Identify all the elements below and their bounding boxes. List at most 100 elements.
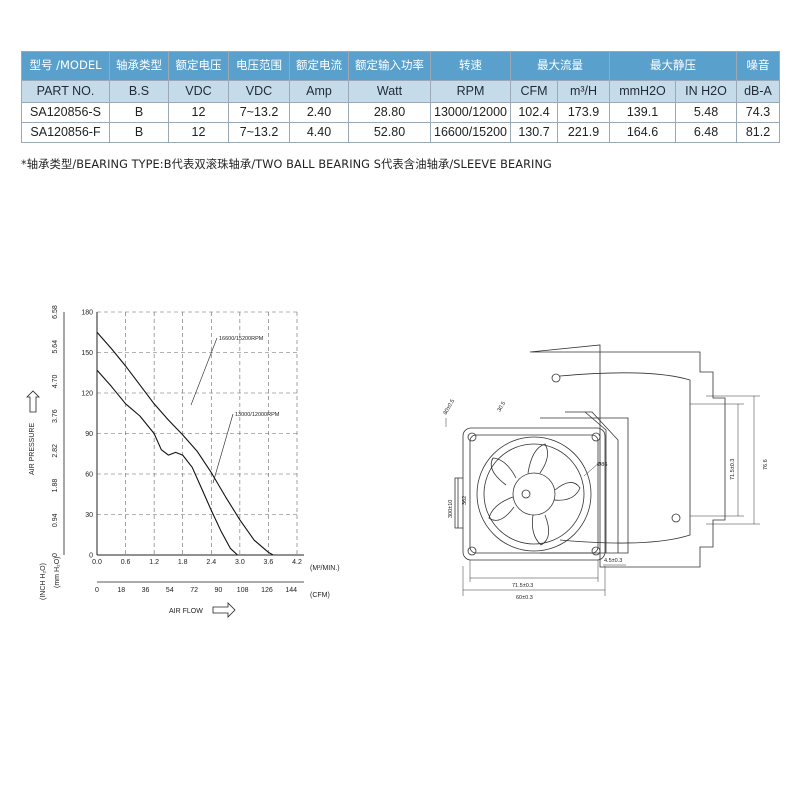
inch-tick-label: 5.64 <box>52 340 59 354</box>
dim-label: Ø86 <box>597 462 607 468</box>
header-speed: 转速 <box>430 51 511 81</box>
series-label-low: 13000/12000RPM <box>235 412 280 418</box>
y-tick-label: 0 <box>89 553 93 560</box>
header-noise: 噪音 <box>736 51 780 81</box>
header-rated-voltage: 额定电压 <box>168 51 229 81</box>
x-tick-label: 3.6 <box>264 559 274 566</box>
dim-label: 362 <box>462 496 468 505</box>
header-max-pressure: 最大静压 <box>609 51 737 81</box>
mount-hole-icon <box>591 432 601 442</box>
inch-axis-unit: (INCH H₂O) <box>40 563 47 600</box>
series-line-0 <box>96 331 274 556</box>
housing-edge <box>565 411 619 553</box>
table-cell: 2.40 <box>289 102 349 123</box>
table-cell: 173.9 <box>557 102 610 123</box>
y-tick-label: 120 <box>81 391 93 398</box>
mount-hole-icon <box>591 546 601 556</box>
mounting-plate <box>529 344 726 568</box>
dim-label: 71.5±0.3 <box>512 583 533 589</box>
y-axis-title: AIR PRESSURE <box>29 423 36 475</box>
dimension-labels: 71.5±0.3 60±0.3 76.6 71.5±0.3 4.5±0.3 Ø8… <box>443 398 769 601</box>
plate-hole-icon <box>671 513 681 523</box>
table-row: SA120856-F B 12 7~13.2 4.40 52.80 16600/… <box>21 122 780 143</box>
inch-tick-label: 6.58 <box>52 305 59 319</box>
table-cell: SA120856-F <box>21 122 110 143</box>
cfm-tick-label: 72 <box>190 587 198 594</box>
dim-label: 60±0.3 <box>516 595 533 601</box>
table-row: SA120856-S B 12 7~13.2 2.40 28.80 13000/… <box>21 102 780 123</box>
bearing-footnote: *轴承类型/BEARING TYPE:B代表双滚珠轴承/TWO BALL BEA… <box>21 158 552 171</box>
table-cell: 6.48 <box>675 122 737 143</box>
table-cell: SA120856-S <box>21 102 110 123</box>
x-tick-label: 0.6 <box>121 559 131 566</box>
y-tick-label: 60 <box>85 472 93 479</box>
fan-blade-circle <box>483 443 585 545</box>
leader-line-low <box>212 413 234 484</box>
leader-line-high <box>190 337 218 406</box>
inch-tick-label: 0 <box>52 553 59 557</box>
mm-axis-unit: (mm H₂O) <box>54 557 61 589</box>
up-arrow-icon <box>26 390 40 413</box>
table-cell: 7~13.2 <box>228 122 290 143</box>
cfm-tick-label: 108 <box>237 587 249 594</box>
y-tick-label: 90 <box>85 431 93 438</box>
table-cell: 130.7 <box>510 122 558 143</box>
cfm-tick-label: 18 <box>117 587 125 594</box>
unit-cell: m³/H <box>557 80 610 103</box>
table-cell: B <box>109 122 169 143</box>
series-label-high: 16600/15200RPM <box>219 336 264 342</box>
inch-tick-label: 4.70 <box>52 375 59 389</box>
header-max-airflow: 最大流量 <box>510 51 610 81</box>
table-cell: 221.9 <box>557 122 610 143</box>
right-arrow-icon <box>212 602 236 618</box>
plate-curve <box>559 372 691 544</box>
fan-hub <box>512 472 556 516</box>
fan-frame-inner <box>469 434 599 554</box>
table-cell: 13000/12000 <box>430 102 511 123</box>
x-tick-label: 3.0 <box>235 559 245 566</box>
fan-venturi <box>476 436 592 552</box>
table-cell: 139.1 <box>609 102 676 123</box>
mount-hole-icon <box>467 432 477 442</box>
x-tick-label: 2.4 <box>206 559 216 566</box>
unit-cell: PART NO. <box>21 80 110 103</box>
x-axis-title: AIR FLOW <box>169 608 203 615</box>
header-model: 型号 /MODEL <box>21 51 110 81</box>
header-rated-current: 额定电流 <box>289 51 349 81</box>
x-tick-label: 0.0 <box>92 559 102 566</box>
table-cell: 102.4 <box>510 102 558 123</box>
cfm-tick-label: 144 <box>285 587 297 594</box>
wire-lead <box>454 477 463 529</box>
inch-tick-label: 1.88 <box>52 479 59 493</box>
dim-label: 30.5 <box>497 401 508 413</box>
unit-cell: dB-A <box>736 80 780 103</box>
m3-axis-unit: (M³/MIN.) <box>310 565 340 572</box>
x-tick-label: 4.2 <box>292 559 302 566</box>
unit-cell: RPM <box>430 80 511 103</box>
housing-edge <box>584 411 607 553</box>
table-cell: 164.6 <box>609 122 676 143</box>
dim-label: 300±10 <box>448 500 454 518</box>
dim-label: 80±0.5 <box>443 398 457 416</box>
spec-table: 型号 /MODEL 轴承类型 额定电压 电压范围 额定电流 额定输入功率 转速 … <box>21 51 780 143</box>
inch-tick-label: 2.82 <box>52 444 59 458</box>
inch-tick-label: 3.76 <box>52 409 59 423</box>
table-cell: 12 <box>168 102 229 123</box>
cfm-tick-label: 90 <box>214 587 222 594</box>
header-voltage-range: 电压范围 <box>228 51 290 81</box>
unit-cell: B.S <box>109 80 169 103</box>
dim-label: 76.6 <box>763 459 769 470</box>
cfm-tick-label: 54 <box>166 587 174 594</box>
chart-curves <box>96 331 274 556</box>
spec-header-row: 型号 /MODEL 轴承类型 额定电压 电压范围 额定电流 额定输入功率 转速 … <box>21 51 780 81</box>
hub-center-icon <box>521 489 531 499</box>
cfm-tick-label: 36 <box>142 587 150 594</box>
x-tick-label: 1.2 <box>149 559 159 566</box>
dimension-lines <box>445 395 760 596</box>
spec-unit-row: PART NO. B.S VDC VDC Amp Watt RPM CFM m³… <box>21 80 780 103</box>
cfm-axis-unit: (CFM) <box>310 592 330 599</box>
fan-blade <box>531 514 550 546</box>
y-tick-label: 30 <box>85 512 93 519</box>
x-tick-label: 1.8 <box>178 559 188 566</box>
